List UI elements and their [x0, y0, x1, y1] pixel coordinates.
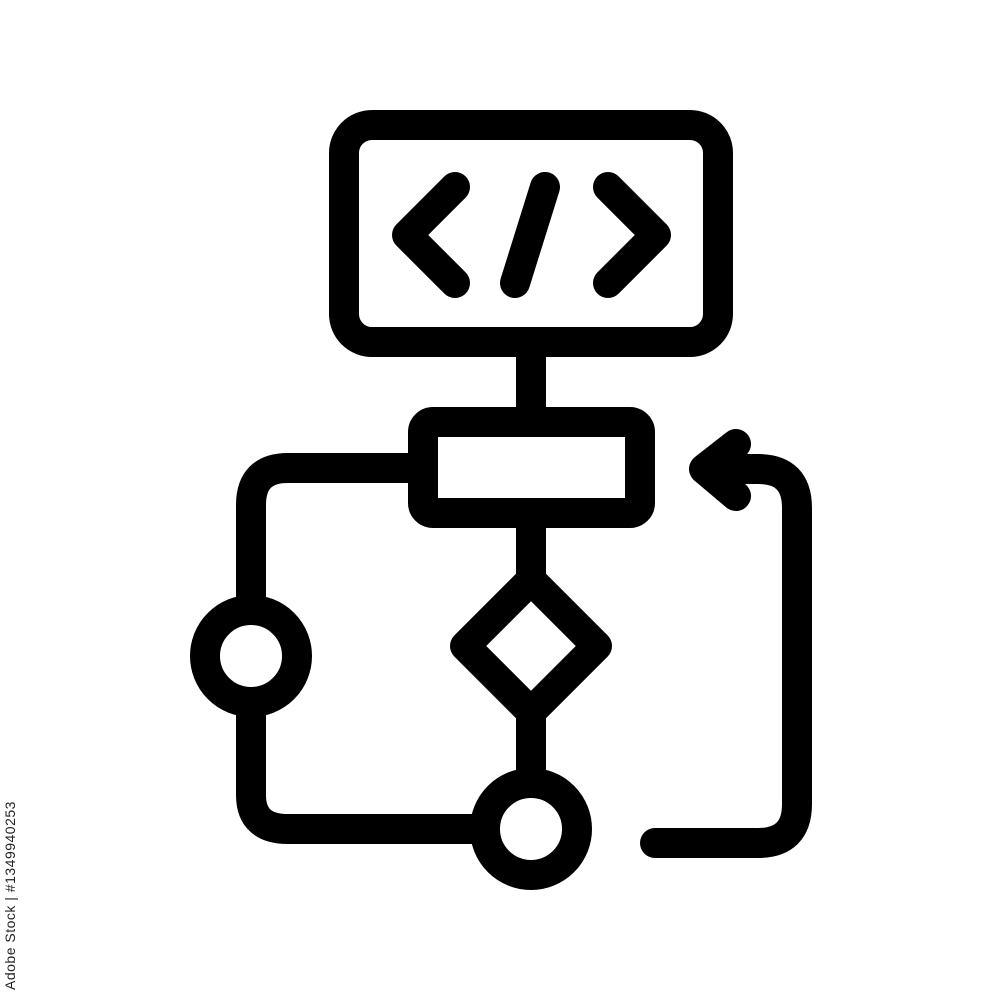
slash: [500, 172, 560, 298]
stock-id-watermark: Adobe Stock | #1349940253: [2, 801, 18, 990]
loop-arrow-line: [640, 454, 812, 858]
left-loop-line: [236, 687, 500, 844]
decision-diamond-icon: [450, 565, 612, 727]
arrow-head: [689, 429, 751, 511]
code-brackets-icon: [392, 172, 671, 298]
left-loop-line: [236, 453, 438, 625]
right-angle-bracket: [593, 172, 671, 298]
loop-arrow-icon: [640, 429, 812, 858]
connector-circle-icon: [190, 595, 312, 717]
left-angle-bracket: [392, 172, 470, 298]
